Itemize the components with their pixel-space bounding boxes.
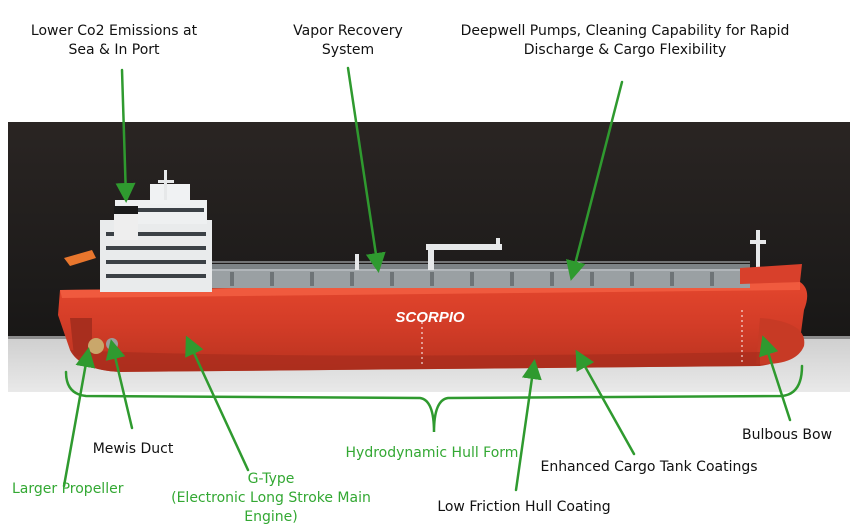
label-mewis: Mewis Duct [92,441,174,457]
label-propeller: Larger Propeller [12,481,124,497]
arrow-vapor [346,66,386,273]
cargo-deck [210,268,750,288]
arrow-mewis [105,339,134,430]
label-gtype: G-Type (Electronic Long Stroke Main Engi… [171,471,371,525]
arrow-gtype [185,335,250,472]
label-coatings: Enhanced Cargo Tank Coatings [540,459,758,475]
deck-crane [426,238,502,270]
lifeboat [64,250,96,266]
ship-hull [58,282,808,372]
superstructure [64,170,212,292]
arrow-friction [514,359,542,492]
label-friction: Low Friction Hull Coating [437,499,611,515]
hull-logo: SCORPIO [395,309,465,326]
rudder [70,318,92,356]
label-bulbous: Bulbous Bow [741,427,833,443]
label-hydro: Hydrodynamic Hull Form [345,445,519,461]
arrow-propeller [62,347,96,488]
arrow-bulbous [759,335,792,422]
arrow-co2 [115,68,136,203]
label-vapor: Vapor Recovery System [293,23,403,58]
label-co2: Lower Co2 Emissions at Sea & In Port [30,23,198,58]
label-deepwell: Deepwell Pumps, Cleaning Capability for … [460,23,790,58]
arrow-deepwell [566,80,624,281]
arrow-coatings [575,349,636,456]
hull-form-bracket [64,364,804,433]
